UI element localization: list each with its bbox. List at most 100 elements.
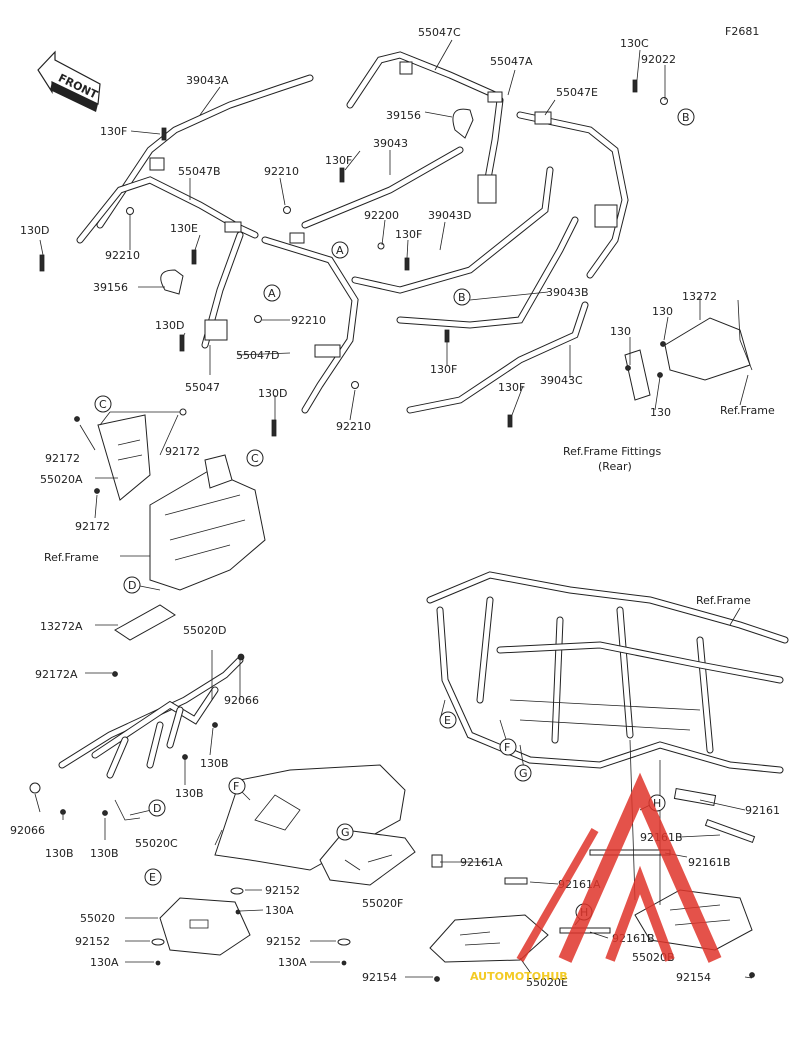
svg-text:G: G [341,826,350,839]
part-label: 39043 [373,137,408,150]
part-label: 130F [100,125,127,138]
part-label: 92210 [336,420,371,433]
part-label: 130B [175,787,204,800]
front-bumper-guard [29,653,245,816]
part-label: 92066 [224,694,259,707]
part-label: 39043D [428,209,471,222]
figure-code: F2681 [725,25,759,38]
part-label: 130F [395,228,422,241]
svg-text:C: C [251,452,259,465]
part-label: 130D [155,319,184,332]
callout-e-2: E [144,868,162,886]
part-label: 39043A [186,74,229,87]
part-label: 130B [90,847,119,860]
part-label: 92154 [676,971,711,984]
part-label: 55020 [80,912,115,925]
callout-a-2: A [263,284,281,302]
part-label: 92210 [264,165,299,178]
svg-text:E: E [149,871,156,884]
part-label: 130 [652,305,673,318]
svg-text:C: C [99,398,107,411]
part-label: 55047C [418,26,461,39]
part-label: 13272A [40,620,83,633]
part-label: 130 [610,325,631,338]
part-label: 130A [278,956,307,969]
callout-a-1: A [331,241,349,259]
front-arrow-icon: FRONT [37,50,101,112]
callout-c-2: C [246,449,264,467]
svg-text:B: B [682,111,690,124]
part-label: 92154 [362,971,397,984]
part-label: 92172 [45,452,80,465]
svg-text:B: B [458,291,466,304]
part-label: 13272 [682,290,717,303]
part-label: 130F [325,154,352,167]
svg-text:A: A [336,244,344,257]
part-label: 130F [430,363,457,376]
part-label: 92210 [105,249,140,262]
part-label: 130A [265,904,294,917]
part-label: 55047D [236,349,279,362]
watermark-logo: AUTOMOTOHUB [470,772,722,983]
svg-text:E: E [444,714,451,727]
svg-text:F: F [504,741,510,754]
part-label: 55020E [526,976,568,989]
callout-f-2: F [228,777,246,795]
part-label: 92172 [75,520,110,533]
part-label: 92172 [165,445,200,458]
main-frame [426,571,789,982]
reference-labels: Ref.Frame Ref.Frame Fittings (Rear) Ref.… [44,404,775,607]
part-label: 92210 [291,314,326,327]
svg-text:D: D [128,579,136,592]
part-label: 55047A [490,55,533,68]
part-label: 92161B [688,856,731,869]
callout-f-1: F [499,738,517,756]
part-label: 130A [90,956,119,969]
part-label: 55047E [556,86,598,99]
callout-b-1: B [677,108,695,126]
part-label: 55047B [178,165,221,178]
part-label: 130F [498,381,525,394]
part-label: 39156 [93,281,128,294]
part-label: 92200 [364,209,399,222]
callout-d-1: D [123,576,141,594]
part-label: 130C [620,37,649,50]
front-frame-section [74,408,266,677]
part-label: 92161A [460,856,503,869]
part-label: 92152 [75,935,110,948]
part-labels: 55047C 55047A 55047E 130C 92022 39043A 1… [10,26,780,989]
rear-fitting-bracket [624,299,753,401]
ref-frame-label: Ref.Frame [696,594,751,607]
ref-fittings-sublabel: (Rear) [598,460,632,473]
part-label: 55020C [135,837,178,850]
part-label: 55047 [185,381,220,394]
roll-cage-assembly [39,51,668,437]
part-label: 130B [200,757,229,770]
callout-g-1: G [514,764,532,782]
part-label: 130D [258,387,287,400]
part-label: 92066 [10,824,45,837]
part-label: 130E [170,222,198,235]
part-label: 39043C [540,374,583,387]
skid-plates-front [151,764,416,966]
callout-g-2: G [336,823,354,841]
svg-text:H: H [653,797,661,810]
ref-frame-label: Ref.Frame [720,404,775,417]
callout-c-1: C [94,395,112,413]
part-label: 92152 [265,884,300,897]
part-label: 92022 [641,53,676,66]
part-label: 39156 [386,109,421,122]
part-label: 92172A [35,668,78,681]
svg-text:G: G [519,767,528,780]
part-label: 55020A [40,473,83,486]
part-label: 55020D [183,624,226,637]
part-label: 39043B [546,286,589,299]
part-label: 130B [45,847,74,860]
part-label: 92161 [745,804,780,817]
svg-text:F: F [233,780,239,793]
callout-d-2: D [148,799,166,817]
part-label: 92152 [266,935,301,948]
svg-text:A: A [268,287,276,300]
